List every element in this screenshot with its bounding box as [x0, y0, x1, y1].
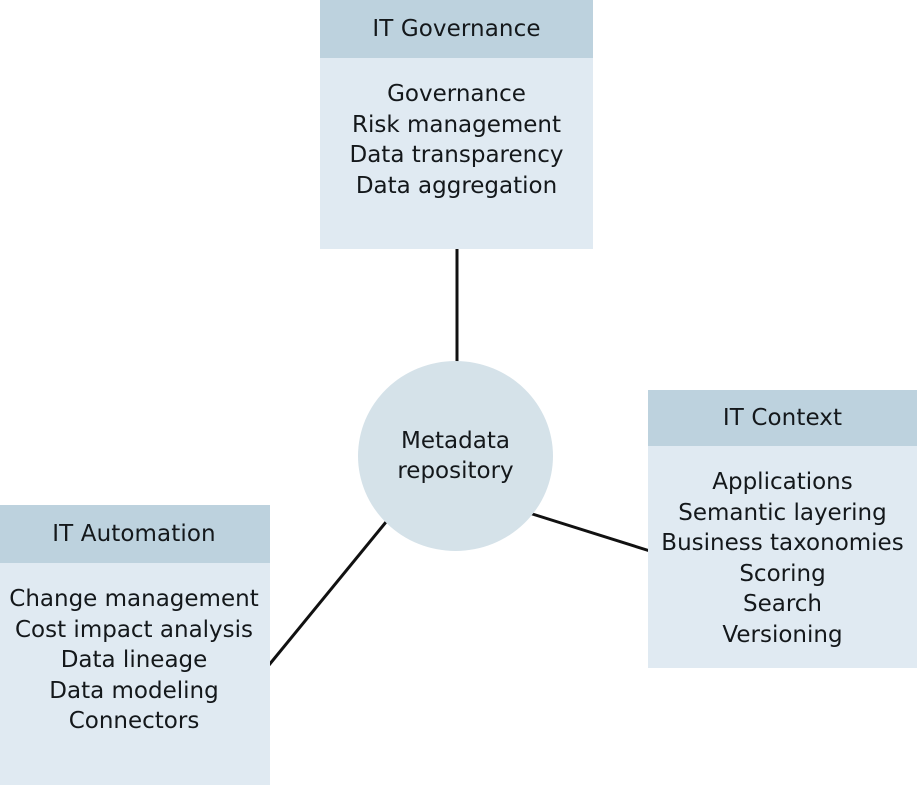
panel-it-context[interactable]: IT Context Applications Semantic layerin…	[648, 390, 917, 668]
connector-hub-to-context	[525, 510, 651, 553]
list-item: Scoring	[739, 560, 826, 587]
panel-it-governance[interactable]: IT Governance Governance Risk management…	[320, 0, 593, 249]
hub-label-line-2: repository	[397, 458, 514, 484]
panel-it-context-header: IT Context	[648, 390, 917, 446]
list-item: Business taxonomies	[661, 530, 904, 556]
list-item: Cost impact analysis	[14, 616, 254, 643]
hub-label: Metadata repository	[397, 426, 513, 486]
connector-hub-to-automation	[267, 521, 388, 666]
hub-metadata-repository[interactable]: Metadata repository	[358, 361, 553, 551]
list-item: Risk management	[351, 111, 562, 138]
list-item: Change management	[9, 586, 259, 612]
list-item: Governance	[387, 81, 526, 107]
panel-it-automation-body: Change management Cost impact analysis D…	[0, 563, 270, 785]
list-item: Data lineage	[60, 647, 208, 673]
list-item: Semantic layering	[678, 499, 887, 526]
list-item: Applications	[712, 469, 853, 495]
panel-it-governance-header: IT Governance	[320, 0, 593, 58]
hub-label-line-1: Metadata	[401, 428, 510, 454]
list-item: Data aggregation	[355, 172, 558, 199]
panel-it-automation[interactable]: IT Automation Change management Cost imp…	[0, 505, 270, 785]
panel-it-automation-header: IT Automation	[0, 505, 270, 563]
list-item: Search	[742, 591, 823, 617]
list-item: Data modeling	[49, 677, 219, 704]
panel-it-governance-body: Governance Risk management Data transpar…	[320, 58, 593, 249]
list-item: Connectors	[68, 708, 200, 734]
panel-it-context-body: Applications Semantic layering Business …	[648, 446, 917, 668]
list-item: Data transparency	[349, 142, 564, 168]
list-item: Versioning	[722, 621, 843, 648]
